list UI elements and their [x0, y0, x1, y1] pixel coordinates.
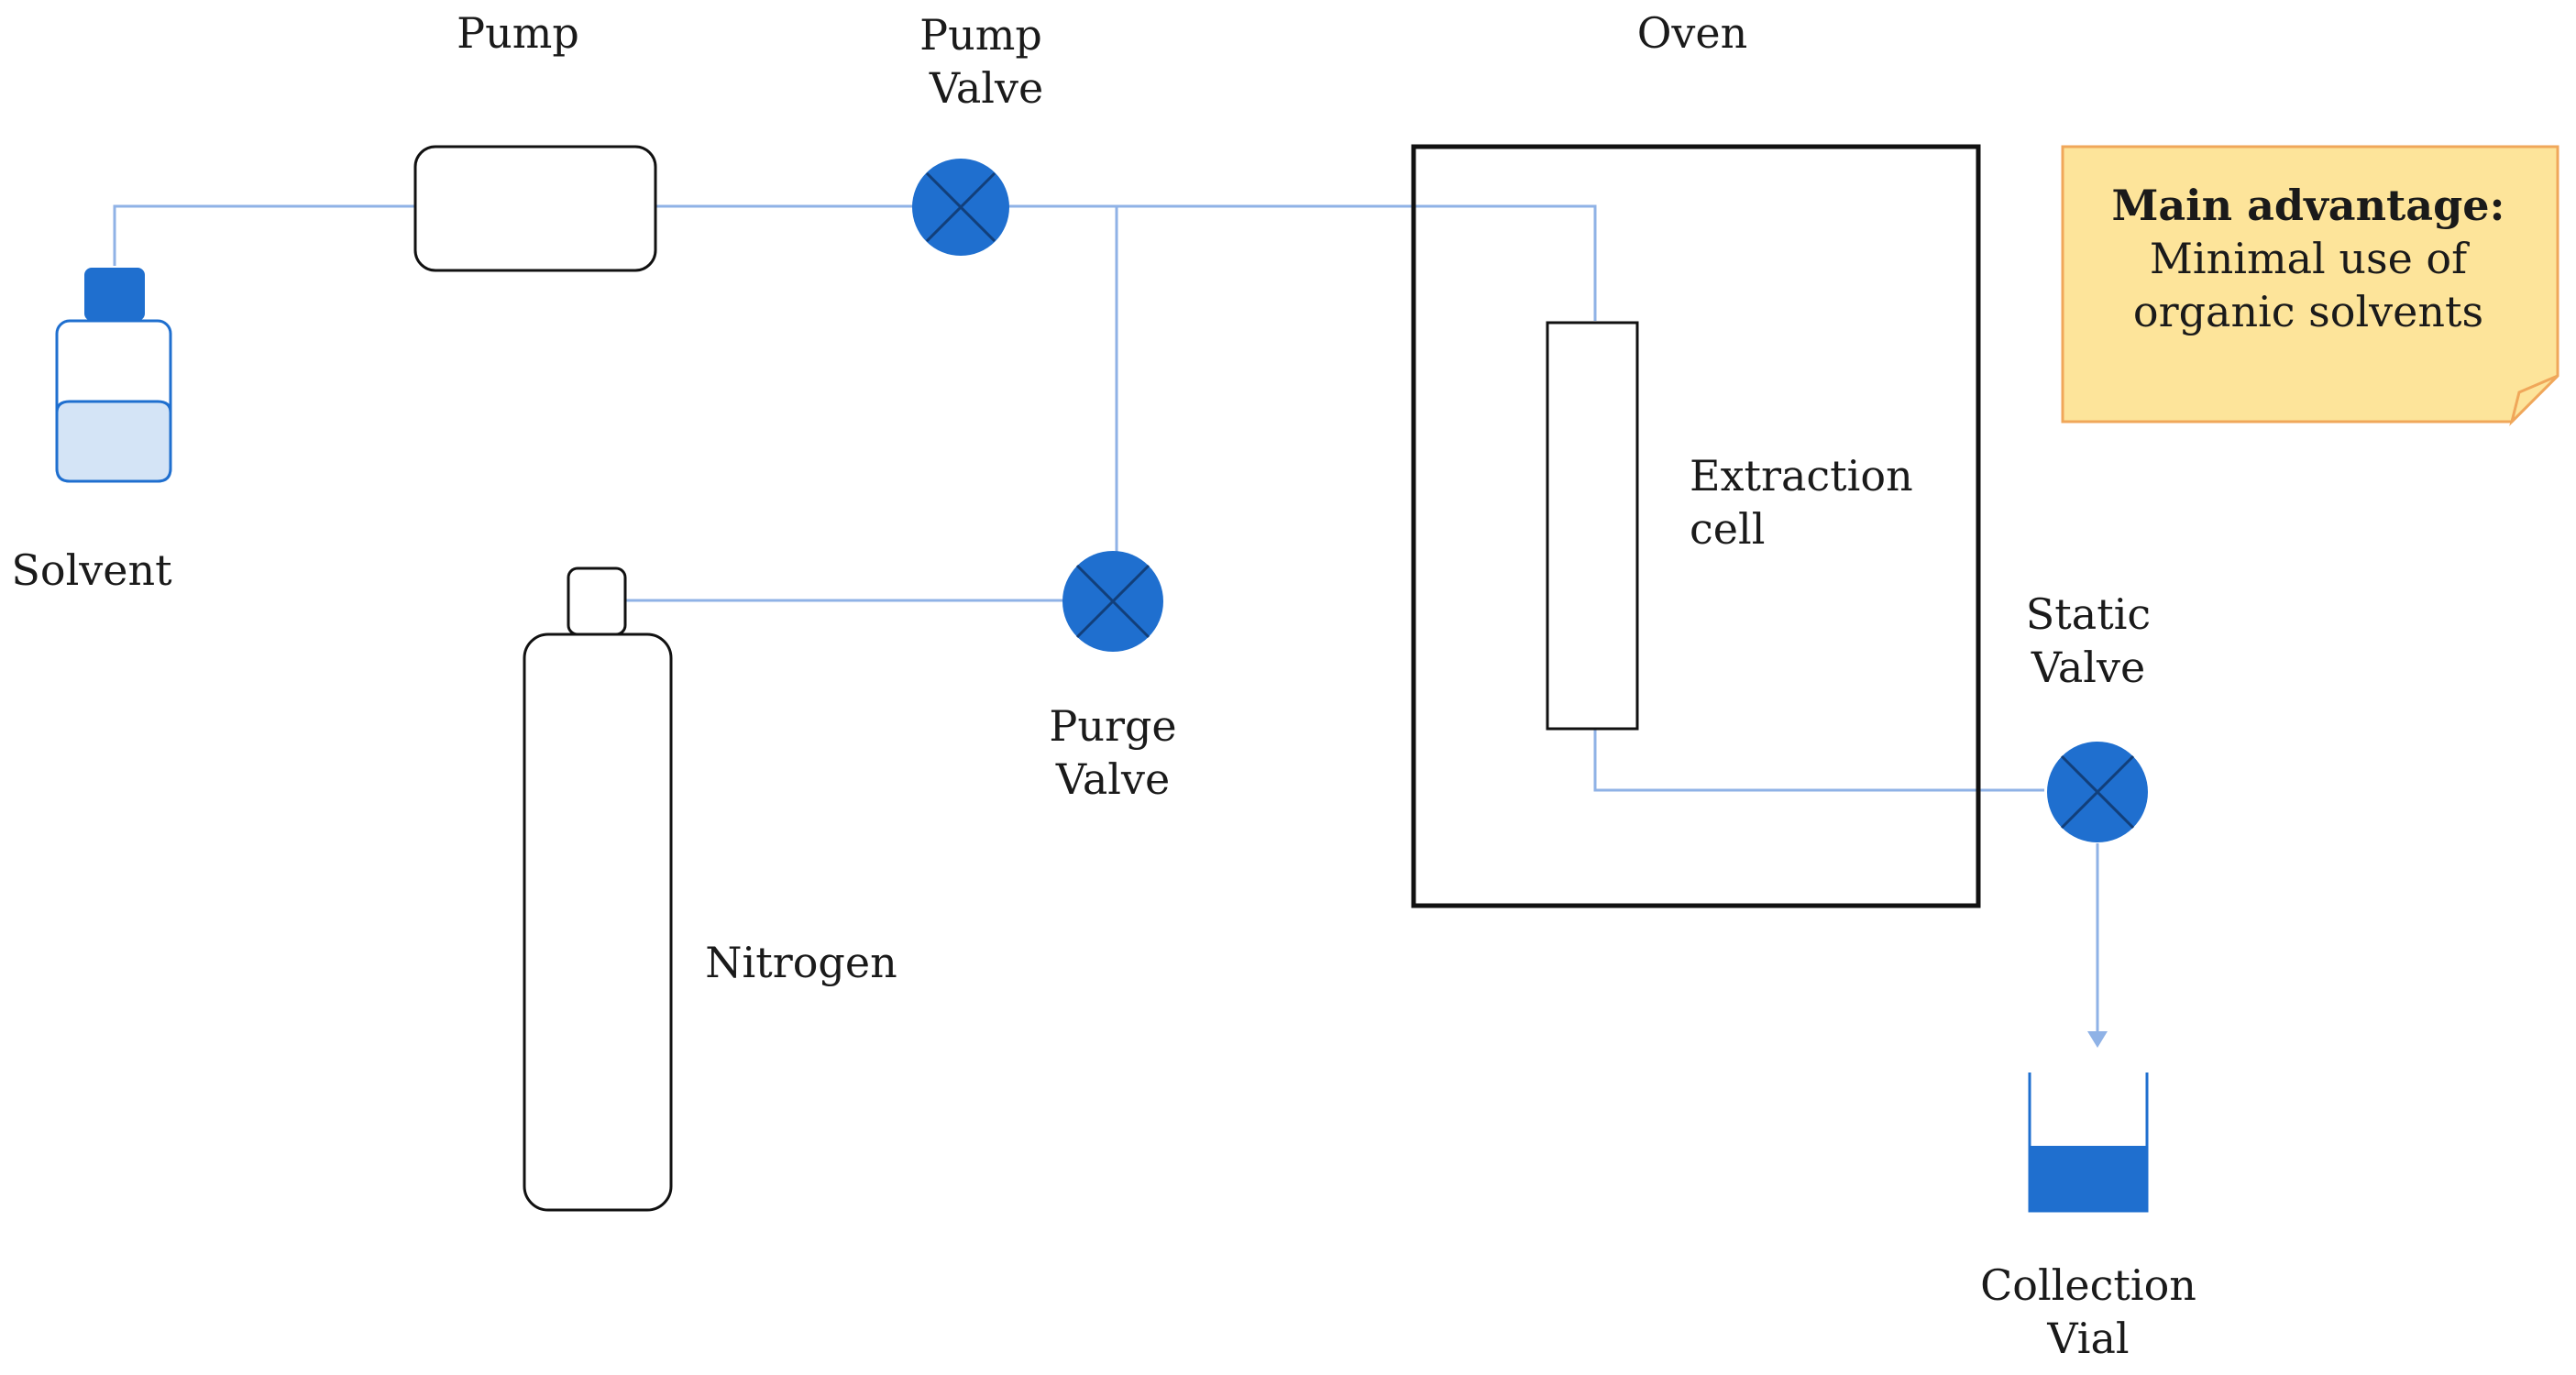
solvent-to-pump-line — [113, 204, 417, 266]
pump-valve-to-cell-line — [1008, 204, 1597, 321]
extraction-cell-label-line-2: cell — [1690, 504, 1765, 554]
solvent-bottle-cap — [84, 268, 145, 321]
advantage-note-title: Main advantage: — [2111, 181, 2504, 230]
static-valve-label-line-1: Static — [2026, 589, 2151, 639]
collection-vial — [2028, 1072, 2149, 1213]
nitrogen-label: Nitrogen — [705, 938, 897, 987]
pipes — [113, 204, 2108, 1048]
cell-to-static-valve-line — [1593, 729, 2044, 792]
pump-valve-icon — [912, 159, 1009, 256]
pump-valve-label-line-1: Pump — [919, 10, 1042, 60]
oven-label: Oven — [1637, 8, 1748, 58]
advantage-note-line-2: organic solvents — [2133, 287, 2483, 336]
extraction-cell — [1546, 321, 1639, 731]
static-valve-label-line-2: Valve — [2031, 643, 2145, 692]
solvent-bottle — [55, 268, 172, 483]
extraction-cell-label-line-1: Extraction — [1690, 451, 1913, 500]
pump-label: Pump — [457, 8, 579, 58]
nitrogen-cylinder-body — [523, 632, 673, 1212]
pump-valve-label-line-2: Valve — [929, 63, 1043, 113]
solvent-label: Solvent — [11, 545, 172, 595]
static-valve-icon — [2047, 742, 2148, 842]
advantage-note-line-1: Minimal use of — [2150, 234, 2470, 283]
nitrogen-cylinder-valve — [567, 566, 627, 636]
advantage-note: Main advantage: Minimal use of organic s… — [2061, 145, 2559, 426]
collection-vial-label-line-1: Collection — [1980, 1260, 2196, 1310]
oven-box — [1411, 144, 1981, 908]
pump-box — [413, 145, 657, 272]
collection-vial-body — [2028, 1072, 2149, 1213]
purge-valve-icon — [1062, 551, 1163, 652]
purge-valve-label-line-2: Valve — [1055, 754, 1170, 804]
collection-vial-label-line-2: Vial — [2046, 1314, 2129, 1363]
collection-vial-liquid — [2030, 1146, 2147, 1211]
solvent-bottle-liquid — [55, 400, 172, 483]
advantage-note-folded-corner — [2509, 374, 2559, 426]
purge-valve-label-line-1: Purge — [1049, 701, 1176, 751]
nitrogen-cylinder — [523, 566, 673, 1212]
flow-arrow-head — [2087, 1031, 2108, 1048]
